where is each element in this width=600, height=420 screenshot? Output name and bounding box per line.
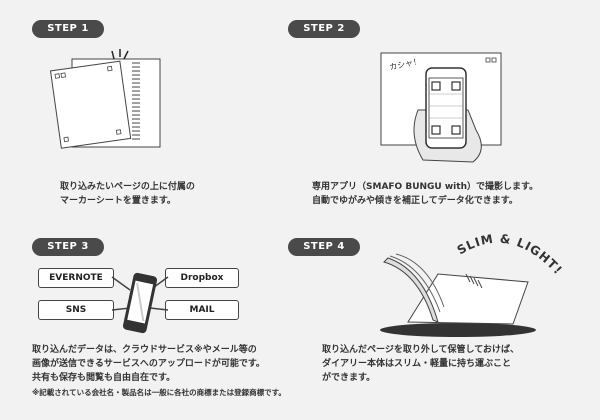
sns-service: SNS	[38, 300, 114, 320]
step1-badge: STEP 1	[32, 20, 104, 38]
dropbox-service: Dropbox	[165, 268, 239, 288]
step1-description: 取り込みたいページの上に付属の マーカーシートを置きます。	[60, 182, 195, 206]
slim-light-slogan: SLIM & LIGHT!	[455, 232, 565, 278]
step3-description: 取り込んだデータは、クラウドサービス※やメール等の 画像が送信できるサービスへの…	[32, 345, 265, 383]
mail-service: MAIL	[165, 300, 239, 320]
step2-description: 専用アプリ（SMAFO BUNGU with）で撮影します。 自動でゆがみや傾き…	[312, 182, 539, 206]
evernote-service: EVERNOTE	[38, 268, 114, 288]
step4-badge: STEP 4	[288, 238, 360, 256]
step1-illustration	[49, 49, 161, 149]
step2-illustration: カシャ！	[380, 52, 502, 163]
step3-badge: STEP 3	[32, 238, 104, 256]
trademark-footnote: ※記載されている会社名・製品名は一般に各社の商標または登録商標です。	[32, 388, 286, 397]
step4-illustration	[380, 253, 536, 337]
step3-phone-illustration	[111, 272, 169, 334]
step2-badge: STEP 2	[288, 20, 360, 38]
step4-description: 取り込んだページを取り外して保管しておけば、 ダイアリー本体はスリム・軽量に持ち…	[322, 345, 520, 383]
